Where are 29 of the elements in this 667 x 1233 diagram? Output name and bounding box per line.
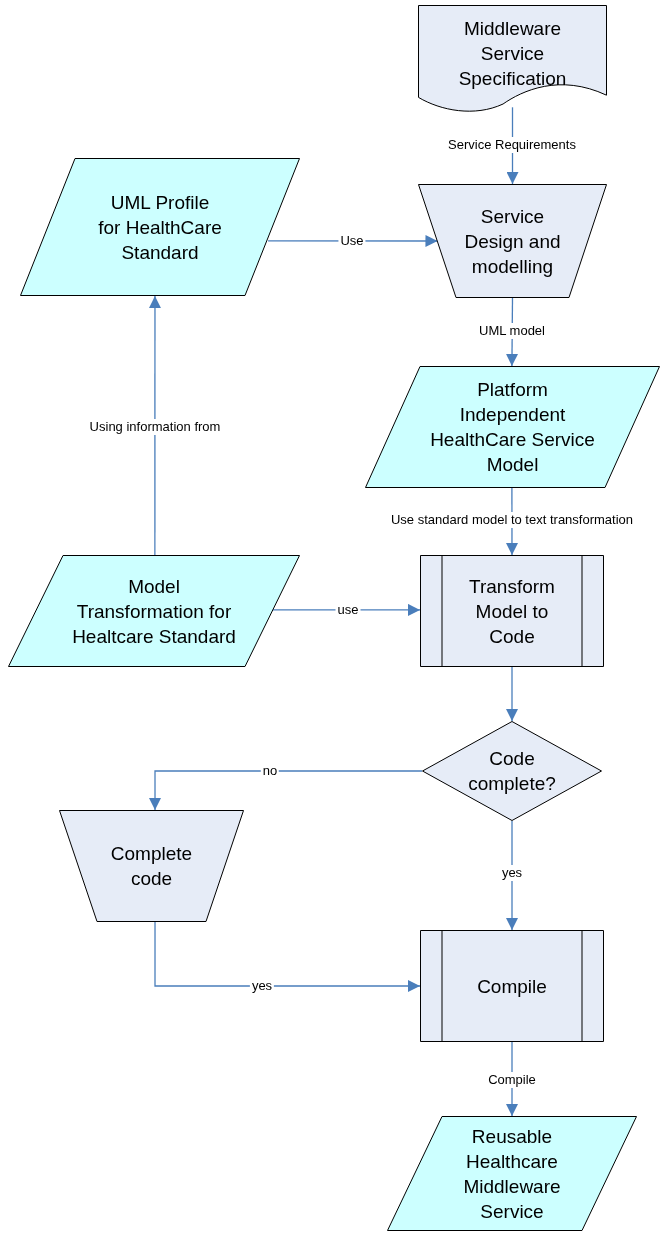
- decision-diamond: [422, 721, 602, 821]
- arrow: [154, 921, 421, 992]
- data-parallelogram: [8, 555, 300, 667]
- edge-label: yes: [499, 865, 525, 881]
- arrow: [148, 295, 161, 556]
- node-label: Code complete?: [467, 747, 557, 796]
- predefined-process-box: [420, 930, 604, 1042]
- node-label: UML Profile for HealthCare Standard: [97, 190, 223, 265]
- edge-label: Compile: [486, 1072, 538, 1088]
- node-label: Model Transformation for Healtcare Standard: [71, 574, 237, 649]
- node-label: Transform Model to Code: [468, 574, 556, 649]
- data-parallelogram: [365, 366, 660, 488]
- data-parallelogram: [387, 1116, 637, 1231]
- arrow: [506, 666, 518, 722]
- document-shape: [418, 5, 607, 115]
- node-label: Complete code: [109, 842, 194, 891]
- node-label: Service Design and modelling: [463, 204, 562, 279]
- manual-operation-trapezoid: [59, 810, 244, 922]
- edge-label: Using information from: [87, 419, 223, 435]
- manual-operation-trapezoid: [418, 184, 607, 298]
- predefined-process-box: [420, 555, 604, 667]
- node-label: Middleware Service Specification: [457, 16, 568, 91]
- node-label: Reusable Healthcare Middleware Service: [462, 1124, 562, 1224]
- arrow: [149, 770, 423, 811]
- node-label: Platform Independent HealthCare Service Model: [429, 378, 596, 477]
- node-label: Compile: [477, 974, 547, 999]
- edge-label: Service Requirements: [446, 137, 578, 153]
- data-parallelogram: [20, 158, 300, 296]
- edge-label: UML model: [477, 323, 547, 339]
